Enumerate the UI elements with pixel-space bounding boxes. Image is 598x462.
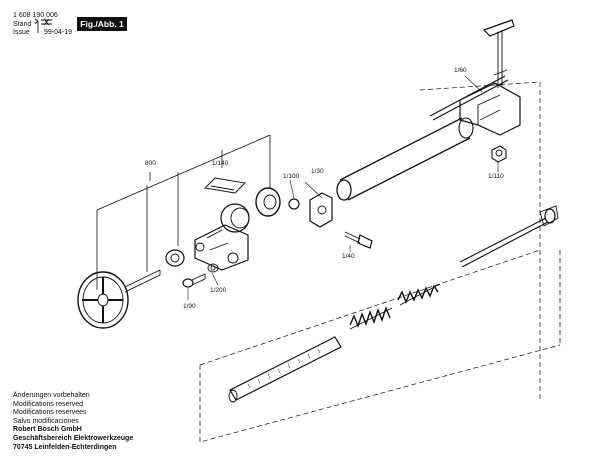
part-label-800: 800 bbox=[145, 160, 156, 167]
long-rod bbox=[459, 217, 549, 268]
screw-1-90 bbox=[182, 278, 194, 288]
footer-notice: Änderungen vorbehalten Modifications res… bbox=[13, 392, 133, 452]
part-label-1-60: 1/60 bbox=[454, 67, 467, 74]
footer-line: Änderungen vorbehalten bbox=[13, 392, 90, 399]
spring-2 bbox=[349, 305, 393, 330]
footer-line: Modifications reserved bbox=[13, 400, 84, 408]
stand-label: Stand bbox=[13, 21, 32, 28]
stand-mark-icon bbox=[41, 18, 52, 26]
issue-date: 99-04-19 bbox=[44, 29, 73, 36]
doc-number: 1 608 190 006 bbox=[13, 12, 58, 19]
disc-part bbox=[255, 187, 281, 217]
part-label-1-110: 1/110 bbox=[488, 173, 504, 180]
spring-1 bbox=[397, 283, 441, 306]
part-label-1-40: 1/40 bbox=[342, 253, 355, 260]
figure-label: Fig./Abb. 1 bbox=[77, 17, 127, 31]
part-label-1-30: 1/30 bbox=[311, 168, 324, 175]
handwheel-outer bbox=[77, 271, 129, 329]
company-name: Robert Bosch GmbH bbox=[13, 426, 82, 434]
company-address: 70745 Leinfelden-Echterdingen bbox=[13, 443, 117, 451]
part-label-1-100: 1/100 bbox=[283, 173, 300, 180]
housing-block bbox=[194, 224, 249, 271]
company-division: Geschäftsbereich Elektrowerkzeuge bbox=[13, 434, 134, 442]
clamp-1-30 bbox=[309, 192, 333, 228]
issue-label: Issue bbox=[13, 29, 30, 36]
part-label-1-90: 1/90 bbox=[183, 303, 196, 310]
washer-1-200 bbox=[207, 263, 219, 273]
t-knob bbox=[482, 19, 515, 37]
ring-1-100 bbox=[288, 198, 300, 210]
nut-1-110 bbox=[491, 145, 507, 163]
thumbscrew-1-40 bbox=[357, 234, 373, 249]
bracket-1-60 bbox=[459, 82, 521, 136]
part-label-1-200: 1/200 bbox=[210, 287, 227, 294]
footer-line: Modifications reservees bbox=[13, 409, 87, 417]
guide-tube bbox=[339, 117, 471, 201]
footer-line: Salvo modificaciones bbox=[13, 417, 79, 425]
nut-part bbox=[165, 249, 185, 267]
scale-rule bbox=[229, 336, 342, 401]
part-label-1-140: 1/140 bbox=[212, 160, 229, 167]
